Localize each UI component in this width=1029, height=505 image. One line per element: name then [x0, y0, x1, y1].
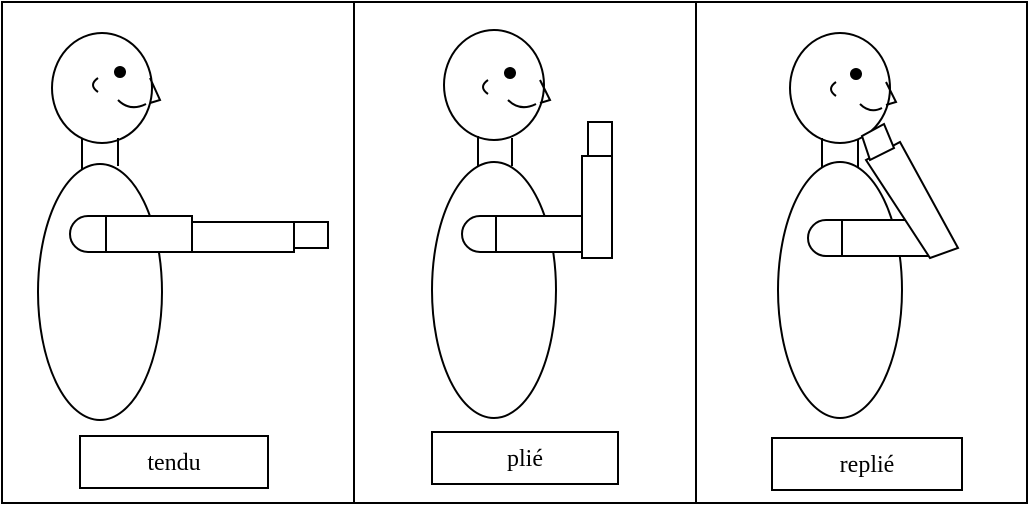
upper-arm — [496, 216, 582, 252]
label-text: plié — [507, 446, 543, 472]
arm-extended — [70, 216, 328, 252]
figure-body — [432, 162, 556, 418]
figure-body — [778, 162, 902, 418]
label-text: replié — [840, 452, 895, 478]
eye — [504, 67, 516, 79]
forearm — [192, 222, 294, 252]
figure-head — [444, 30, 550, 140]
panel-bent: plié — [432, 30, 618, 484]
figure-head — [52, 33, 160, 143]
panel-extended: tendu — [38, 33, 328, 488]
panel-folded: replié — [772, 33, 962, 490]
hand — [294, 222, 328, 248]
shoulder — [70, 216, 106, 252]
upper-arm — [106, 216, 192, 252]
forearm — [582, 156, 612, 258]
hand — [588, 122, 612, 156]
eye — [114, 66, 126, 78]
eye — [850, 68, 862, 80]
figure-body — [38, 164, 162, 420]
shoulder — [462, 216, 496, 252]
label-text: tendu — [147, 450, 200, 476]
shoulder — [808, 220, 842, 256]
